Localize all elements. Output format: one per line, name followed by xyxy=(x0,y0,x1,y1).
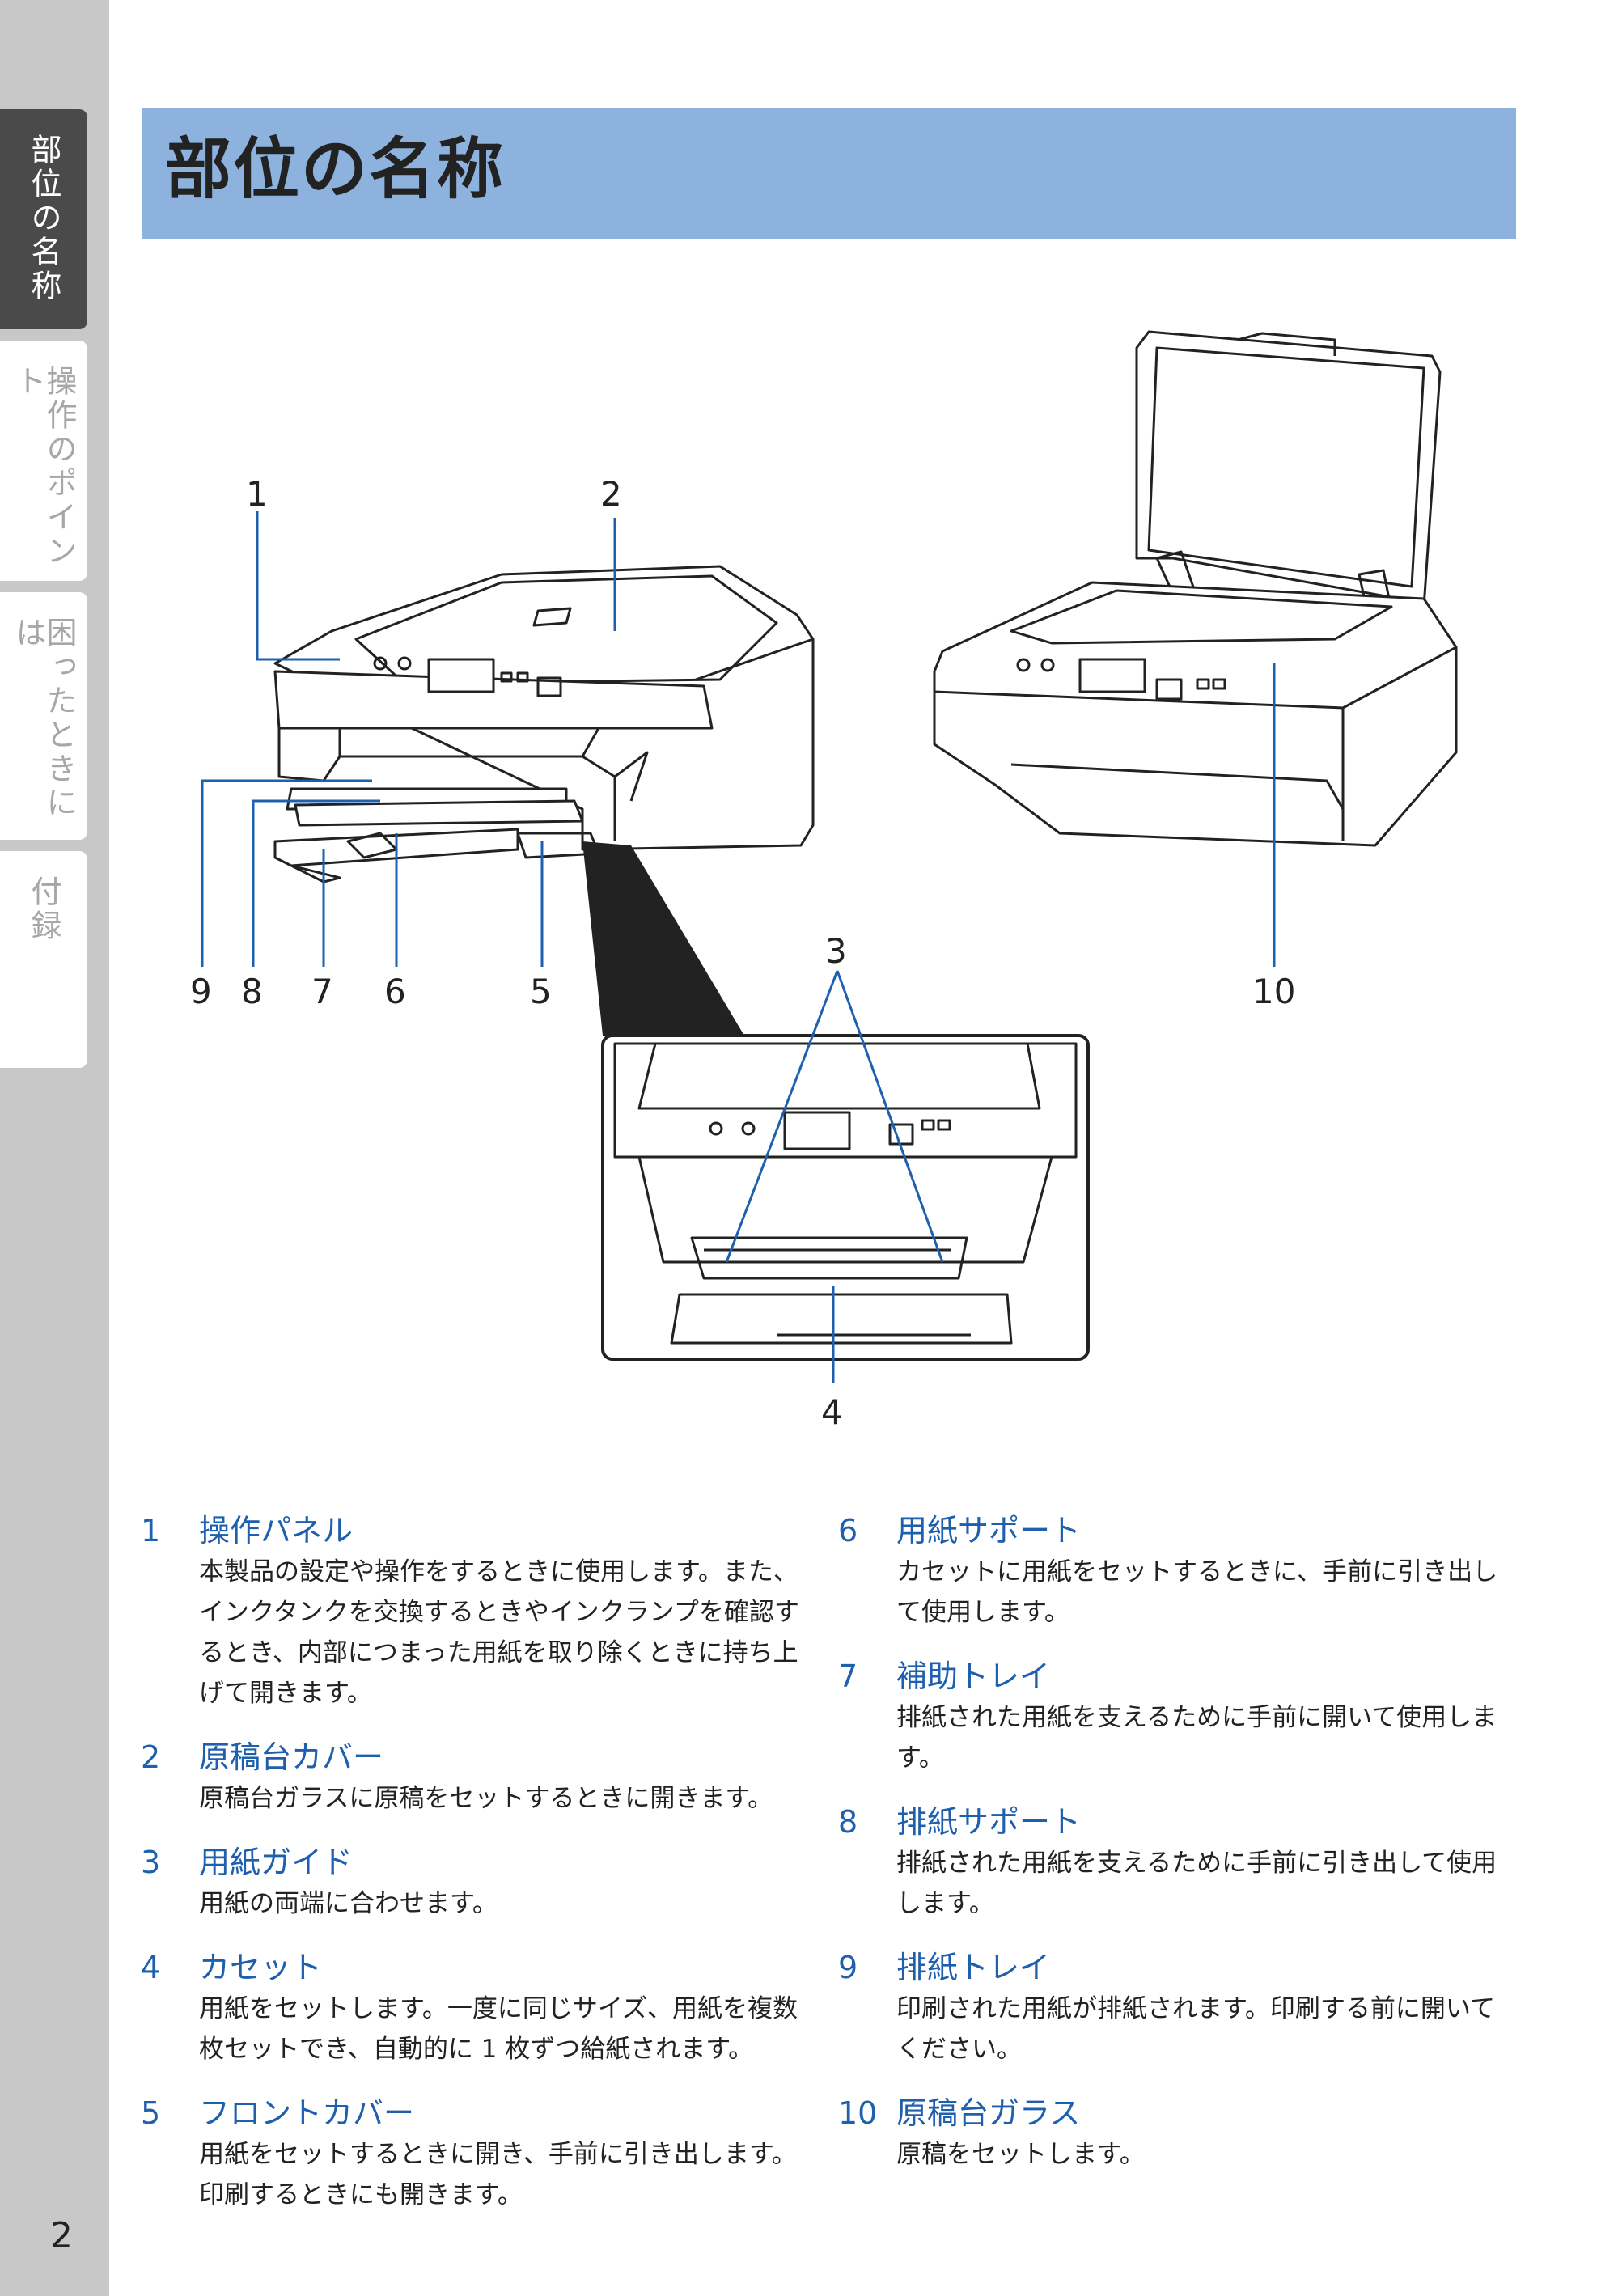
part-name: 用紙ガイド xyxy=(199,1845,354,1880)
part-item: 6 用紙サポート カセットに用紙をセットするときに、手前に引き出して使用します。 xyxy=(838,1510,1518,1633)
callout-7: 7 xyxy=(311,972,333,1011)
printer-detail-inset xyxy=(582,841,1090,1361)
sidebar-tab-label: 付録 xyxy=(26,875,61,943)
part-name: 補助トレイ xyxy=(896,1658,1051,1694)
page-number: 2 xyxy=(50,2215,73,2256)
callout-1: 1 xyxy=(246,474,268,514)
part-name: 原稿台ガラス xyxy=(896,2095,1081,2131)
part-item: 1 操作パネル 本製品の設定や操作をするときに使用します。また、インクタンクを交換… xyxy=(141,1510,820,1714)
part-name: 排紙サポート xyxy=(896,1804,1082,1840)
part-item: 8 排紙サポート 排紙された用紙を支えるために手前に引き出して使用します。 xyxy=(838,1801,1518,1924)
part-number: 10 xyxy=(838,2095,878,2131)
sidebar-tab-label: 部位の名称 xyxy=(26,133,61,303)
part-description: 用紙をセットするときに開き、手前に引き出します。印刷するときにも開きます。 xyxy=(199,2140,797,2209)
sidebar-tab-appendix[interactable]: 付録 xyxy=(0,851,87,1068)
part-name: 用紙サポート xyxy=(896,1513,1082,1548)
part-name: 原稿台カバー xyxy=(199,1739,384,1775)
part-item: 9 排紙トレイ 印刷された用紙が排紙されます。印刷する前に開いてください。 xyxy=(838,1947,1518,2069)
callout-5: 5 xyxy=(530,972,552,1011)
part-description: 本製品の設定や操作をするときに使用します。また、インクタンクを交換するときやイン… xyxy=(199,1557,799,1708)
page-title: 部位の名称 xyxy=(165,131,506,208)
part-number: 3 xyxy=(141,1845,161,1880)
callout-6: 6 xyxy=(384,972,406,1011)
part-number: 1 xyxy=(141,1513,161,1548)
part-name: 操作パネル xyxy=(199,1513,354,1548)
part-description: 排紙された用紙を支えるために手前に開いて使用します。 xyxy=(896,1703,1497,1773)
callout-8: 8 xyxy=(241,972,263,1011)
printer-parts-illustration: 1 2 3 4 5 6 7 8 9 10 xyxy=(190,330,1458,1432)
part-item: 5 フロントカバー 用紙をセットするときに開き、手前に引き出します。印刷するときに… xyxy=(141,2092,820,2215)
callout-10: 10 xyxy=(1252,972,1295,1011)
part-name: カセット xyxy=(199,1950,323,1985)
part-description: 排紙された用紙を支えるために手前に引き出して使用します。 xyxy=(896,1849,1497,1918)
part-number: 6 xyxy=(838,1513,858,1548)
parts-list-left: 1 操作パネル 本製品の設定や操作をするときに使用します。また、インクタンクを交換… xyxy=(141,1510,820,2238)
part-item: 2 原稿台カバー 原稿台ガラスに原稿をセットするときに開きます。 xyxy=(141,1736,820,1819)
part-number: 7 xyxy=(838,1658,858,1694)
callout-4: 4 xyxy=(821,1392,843,1432)
part-name: フロントカバー xyxy=(199,2095,415,2131)
part-item: 7 補助トレイ 排紙された用紙を支えるために手前に開いて使用します。 xyxy=(838,1655,1518,1778)
sidebar-tab-label: 困ったときには xyxy=(11,616,77,820)
callout-9: 9 xyxy=(190,972,212,1011)
part-number: 8 xyxy=(838,1804,858,1840)
part-item: 10 原稿台ガラス 原稿をセットします。 xyxy=(838,2092,1518,2175)
part-description: 用紙の両端に合わせます。 xyxy=(199,1889,498,1918)
sidebar-nav: 部位の名称 操作のポイント 困ったときには 付録 2 xyxy=(0,0,109,2296)
part-description: 用紙をセットします。一度に同じサイズ、用紙を複数枚セットでき、自動的に 1 枚ず… xyxy=(199,1994,798,2064)
sidebar-tab-troubleshooting[interactable]: 困ったときには xyxy=(0,592,87,840)
part-item: 4 カセット 用紙をセットします。一度に同じサイズ、用紙を複数枚セットでき、自動的… xyxy=(141,1947,820,2069)
part-number: 9 xyxy=(838,1950,858,1985)
sidebar-tab-operation-points[interactable]: 操作のポイント xyxy=(0,341,87,581)
part-number: 4 xyxy=(141,1950,161,1985)
part-description: 印刷された用紙が排紙されます。印刷する前に開いてください。 xyxy=(896,1994,1495,2064)
part-name: 排紙トレイ xyxy=(896,1950,1051,1985)
part-number: 2 xyxy=(141,1739,161,1775)
part-description: 原稿台ガラスに原稿をセットするときに開きます。 xyxy=(199,1784,773,1813)
sidebar-tab-parts[interactable]: 部位の名称 xyxy=(0,109,87,329)
sidebar-tab-label: 操作のポイント xyxy=(11,365,77,569)
part-item: 3 用紙ガイド 用紙の両端に合わせます。 xyxy=(141,1841,820,1924)
part-description: 原稿をセットします。 xyxy=(896,2140,1145,2169)
callout-2: 2 xyxy=(600,474,622,514)
callout-3: 3 xyxy=(825,931,847,971)
part-number: 5 xyxy=(141,2095,161,2131)
title-bar: 部位の名称 xyxy=(142,108,1516,239)
printer-front-view xyxy=(273,565,815,883)
part-description: カセットに用紙をセットするときに、手前に引き出して使用します。 xyxy=(896,1557,1498,1627)
printer-lid-open-view xyxy=(933,330,1458,847)
